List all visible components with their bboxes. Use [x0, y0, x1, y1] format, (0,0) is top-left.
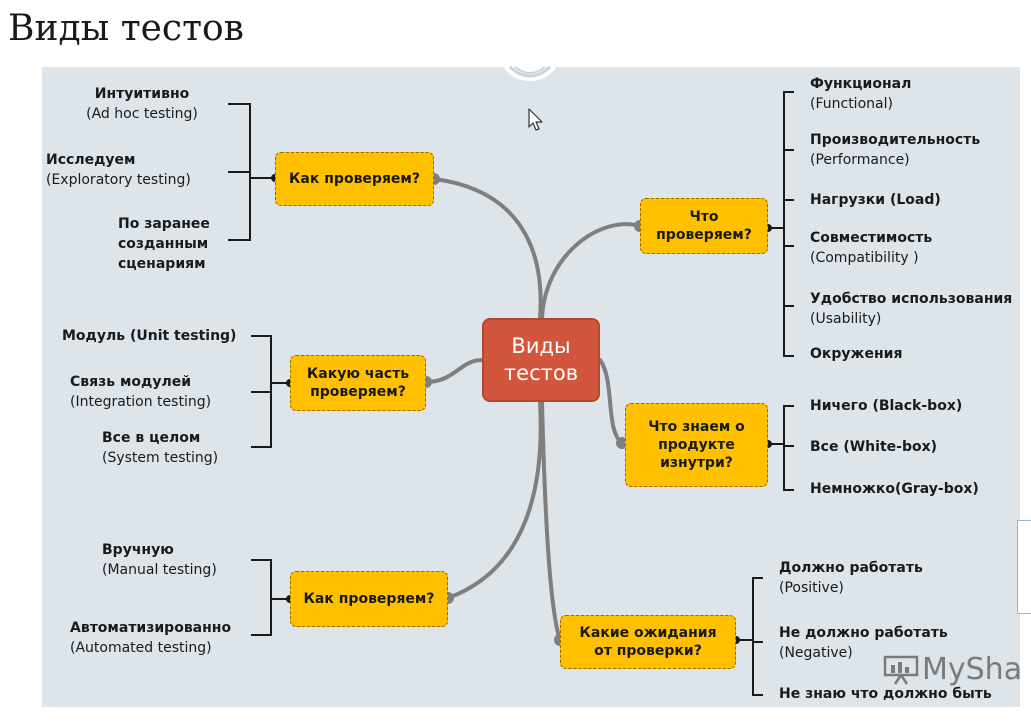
leaf-manual-line1: Вручную [102, 542, 174, 558]
node-what-check-line2: проверяем? [656, 227, 752, 243]
center-node-line1: Виды [511, 334, 571, 358]
leaf-compatibility-line1: Совместимость [810, 230, 933, 246]
leaf-load-line1: Нагрузки (Load) [810, 192, 941, 208]
leaf-automated: Автоматизированно (Automated testing) [70, 618, 231, 658]
node-what-know: Что знаем о продукте изнутри? [625, 403, 768, 487]
leaf-whitebox: Все (White-box) [810, 437, 937, 457]
leaf-graybox-line1: Немножко(Gray-box) [810, 481, 979, 497]
slide-ring-icon [502, 45, 558, 81]
mouse-cursor-icon [528, 108, 543, 131]
node-how-check-top: Как проверяем? [275, 152, 434, 206]
leaf-system: Все в целом (System testing) [102, 428, 218, 468]
node-expectations-line1: Какие ожидания [579, 625, 717, 641]
leaf-negative: Не должно работать (Negative) [779, 623, 948, 663]
leaf-integration: Связь модулей (Integration testing) [70, 372, 211, 412]
node-which-part: Какую часть проверяем? [290, 355, 426, 411]
leaf-unit: Модуль (Unit testing) [62, 326, 236, 346]
leaf-performance-line1: Производительность [810, 132, 981, 148]
node-what-check: Что проверяем? [640, 198, 768, 254]
edge-panel [1017, 520, 1031, 614]
leaf-system-line1: Все в целом [102, 430, 201, 446]
watermark-text: MySha [922, 652, 1023, 687]
leaf-blackbox: Ничего (Black-box) [810, 396, 962, 416]
node-how-check-top-label: Как проверяем? [288, 171, 420, 187]
leaf-adhoc: Интуитивно (Ad hoc testing) [62, 84, 222, 124]
leaf-automated-line1: Автоматизированно [70, 620, 232, 636]
leaf-system-line2: (System testing) [102, 450, 219, 466]
leaf-graybox: Немножко(Gray-box) [810, 479, 979, 499]
leaf-usability-line1: Удобство использования [810, 291, 1013, 307]
leaf-usability-line2: (Usability) [810, 311, 882, 327]
leaf-usability: Удобство использования (Usability) [810, 289, 1012, 329]
leaf-blackbox-line1: Ничего (Black-box) [810, 398, 963, 414]
leaf-automated-line2: (Automated testing) [70, 640, 212, 656]
leaf-negative-line1: Не должно работать [779, 625, 948, 641]
leaf-environment: Окружения [810, 344, 902, 364]
node-expectations-line2: от проверки? [594, 643, 702, 659]
node-what-know-line1: Что знаем о [648, 419, 745, 435]
node-what-know-line3: изнутри? [660, 455, 733, 471]
center-node: Виды тестов [482, 318, 600, 402]
node-which-part-line2: проверяем? [310, 384, 406, 400]
node-expectations: Какие ожидания от проверки? [560, 615, 736, 669]
node-what-know-line2: продукте [658, 437, 735, 453]
leaf-compatibility-line2: (Compatibility ) [810, 250, 919, 266]
node-how-check-bottom-label: Как проверяем? [303, 591, 435, 607]
presentation-board-icon [883, 655, 919, 685]
leaf-adhoc-line1: Интуитивно [94, 86, 190, 102]
node-which-part-line1: Какую часть [306, 366, 410, 382]
node-what-check-line1: Что [689, 209, 719, 225]
leaf-scripted: По заранее созданным сценариям [118, 214, 210, 274]
leaf-environment-line1: Окружения [810, 346, 903, 362]
leaf-load: Нагрузки (Load) [810, 190, 941, 210]
leaf-unit-line1: Модуль (Unit testing) [62, 328, 237, 344]
leaf-scripted-line3: сценариям [118, 256, 206, 272]
center-node-line2: тестов [503, 361, 579, 385]
node-how-check-bottom: Как проверяем? [290, 571, 448, 627]
leaf-scripted-line1: По заранее [118, 216, 210, 232]
leaf-integration-line2: (Integration testing) [70, 394, 212, 410]
leaf-exploratory: Исследуем (Exploratory testing) [46, 150, 191, 190]
leaf-scripted-line2: созданным [118, 236, 209, 252]
leaf-functional: Функционал (Functional) [810, 74, 911, 114]
leaf-manual: Вручную (Manual testing) [102, 540, 217, 580]
leaf-adhoc-line2: (Ad hoc testing) [86, 106, 198, 122]
slide-title: Виды тестов [8, 8, 244, 49]
leaf-performance: Производительность (Performance) [810, 130, 980, 170]
leaf-compatibility: Совместимость (Compatibility ) [810, 228, 932, 268]
leaf-unknown: Не знаю что должно быть [779, 684, 992, 704]
leaf-manual-line2: (Manual testing) [102, 562, 217, 578]
leaf-exploratory-line2: (Exploratory testing) [46, 172, 191, 188]
leaf-performance-line2: (Performance) [810, 152, 910, 168]
leaf-positive: Должно работать (Positive) [779, 558, 923, 598]
leaf-unknown-line1: Не знаю что должно быть [779, 686, 992, 702]
leaf-functional-line2: (Functional) [810, 96, 893, 112]
leaf-whitebox-line1: Все (White-box) [810, 439, 938, 455]
leaf-positive-line2: (Positive) [779, 580, 844, 596]
leaf-exploratory-line1: Исследуем [46, 152, 136, 168]
leaf-functional-line1: Функционал [810, 76, 912, 92]
leaf-positive-line1: Должно работать [779, 560, 923, 576]
leaf-integration-line1: Связь модулей [70, 374, 192, 390]
leaf-negative-line2: (Negative) [779, 645, 853, 661]
